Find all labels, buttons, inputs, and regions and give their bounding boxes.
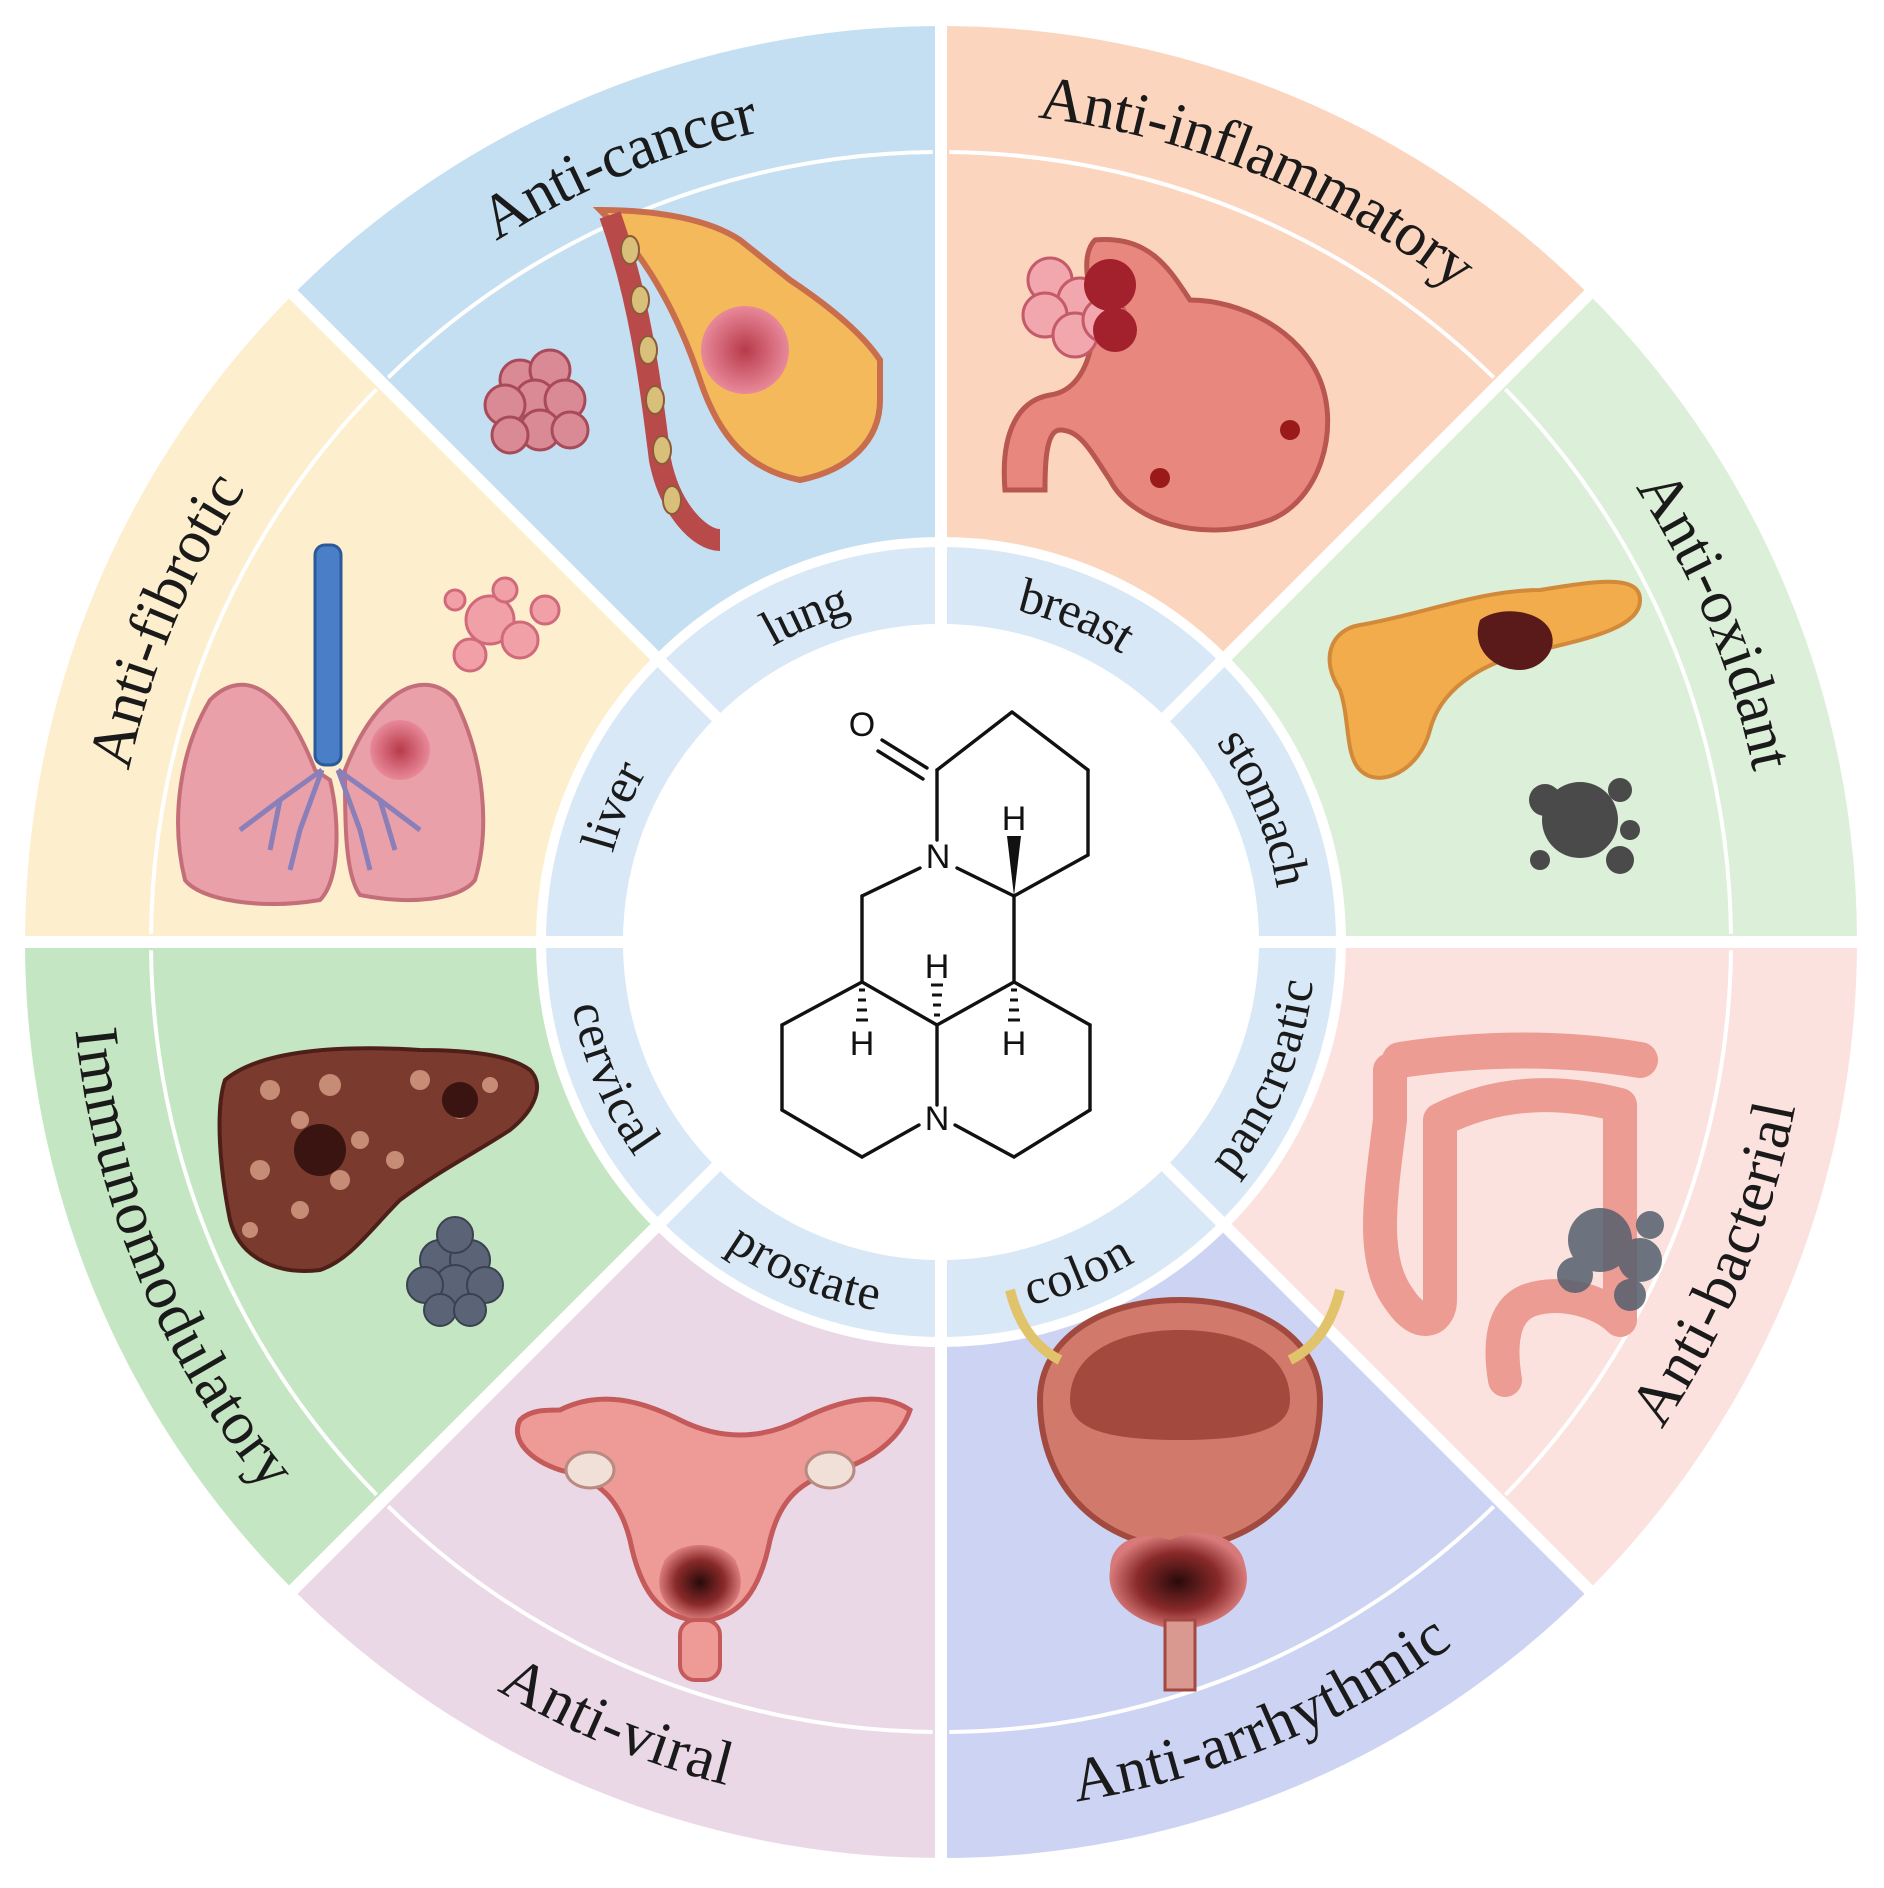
divider-3 — [1161, 1162, 1596, 1597]
organ-ring-segment-1 — [1165, 659, 1341, 942]
sector-inner-arc-3 — [949, 1505, 1496, 1734]
organ-ring-segment-4 — [658, 1166, 941, 1342]
hydrogen-label-right: H — [1002, 1025, 1027, 1063]
pancreas-illustration — [1327, 579, 1643, 874]
liver-illustration — [217, 1046, 540, 1327]
sector-inner-arc-2 — [1504, 950, 1733, 1497]
sector-inner-arc-6 — [149, 387, 378, 934]
amine-nitrogen-label: N — [925, 1100, 950, 1138]
oxygen-atom-label: O — [849, 706, 875, 744]
hydrogen-label-top: H — [1002, 800, 1027, 838]
sector-inner-arc-4 — [386, 1505, 933, 1734]
molecule-structure: O N N H H H H — [780, 706, 1092, 1159]
organ-ring-segment-0 — [941, 542, 1224, 718]
hash-bonds — [856, 983, 1020, 1022]
hydrogen-label-center: H — [925, 948, 950, 986]
organ-ring-segment-2 — [1165, 942, 1341, 1225]
organ-ring-segment-7 — [658, 542, 941, 718]
molecule-bonds — [780, 710, 1092, 1159]
sector-inner-arc-5 — [149, 950, 378, 1497]
prostate-illustration — [1005, 1288, 1345, 1692]
stomach-illustration — [1001, 237, 1331, 533]
sector-7 — [293, 26, 942, 660]
organ-ring-segment-6 — [541, 659, 717, 942]
sector-dividers — [21, 22, 1861, 1862]
divider-7 — [286, 287, 721, 722]
breast-illustration — [483, 206, 883, 551]
sector-4 — [293, 1224, 942, 1858]
wedge-bond — [1007, 836, 1021, 896]
center-disc — [623, 624, 1259, 1260]
organ-illustrations — [176, 206, 1664, 1692]
ring-separator — [536, 537, 1346, 1347]
sector-inner-arc-1 — [1504, 387, 1733, 934]
organ-ring-segment-5 — [541, 942, 717, 1225]
divider-1 — [1161, 287, 1596, 722]
amide-nitrogen-label: N — [926, 838, 951, 876]
sector-inner-arc-0 — [949, 150, 1496, 379]
divider-5 — [286, 1162, 721, 1597]
cervix-illustration — [514, 1396, 913, 1682]
lung-illustration — [176, 543, 561, 906]
hydrogen-label-left: H — [850, 1025, 875, 1063]
colon-illustration — [1363, 1032, 1664, 1397]
